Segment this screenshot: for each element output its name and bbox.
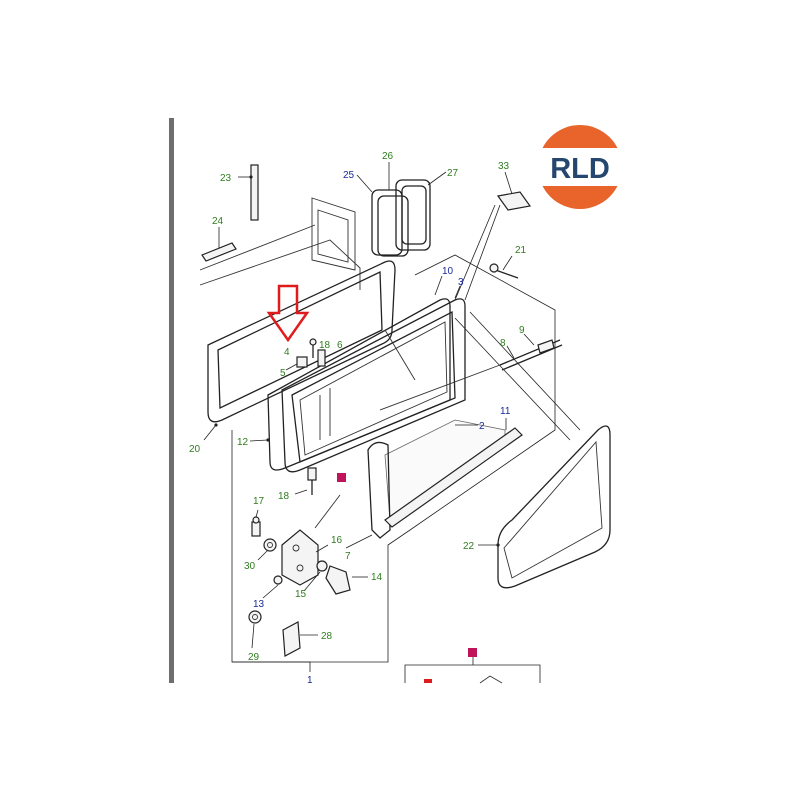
part-23-strip bbox=[238, 164, 259, 221]
label-17: 17 bbox=[253, 496, 265, 507]
part-16-hinge bbox=[281, 494, 341, 586]
label-29: 29 bbox=[248, 652, 260, 663]
label-28: 28 bbox=[321, 631, 333, 642]
part-24-bar bbox=[201, 227, 237, 262]
callout-box-2 bbox=[468, 648, 477, 657]
callout-box-1 bbox=[337, 473, 346, 482]
part-21-bolt bbox=[489, 255, 519, 279]
inset-box bbox=[404, 657, 541, 684]
label-30: 30 bbox=[244, 561, 256, 572]
part-25-26-27-seals bbox=[356, 162, 447, 257]
label-6: 6 bbox=[337, 340, 343, 351]
part-2-7-glass bbox=[345, 419, 506, 549]
label-16: 16 bbox=[331, 535, 343, 546]
part-4-5-6-18-fittings bbox=[285, 338, 326, 371]
label-8: 8 bbox=[500, 338, 506, 349]
label-18a: 18 bbox=[319, 340, 331, 351]
label-13: 13 bbox=[253, 599, 265, 610]
label-23: 23 bbox=[220, 173, 232, 184]
callout-box-3 bbox=[424, 679, 432, 683]
label-3: 3 bbox=[458, 277, 464, 288]
red-arrow-icon bbox=[266, 284, 310, 343]
body-panel bbox=[199, 197, 361, 290]
part-17-30-bolt bbox=[251, 509, 277, 561]
label-12: 12 bbox=[237, 437, 249, 448]
rld-logo: RLD bbox=[532, 125, 628, 209]
label-24: 24 bbox=[212, 216, 224, 227]
label-25: 25 bbox=[343, 170, 355, 181]
label-14: 14 bbox=[371, 572, 383, 583]
part-28-29 bbox=[248, 610, 318, 657]
label-4: 4 bbox=[284, 347, 290, 358]
left-frame-bar bbox=[169, 118, 174, 683]
label-26: 26 bbox=[382, 151, 394, 162]
part-labels: 23 24 25 26 27 33 21 10 3 9 8 4 18 6 5 2… bbox=[189, 151, 527, 686]
label-5: 5 bbox=[280, 368, 286, 379]
label-7: 7 bbox=[345, 551, 351, 562]
part-8-9-channel bbox=[379, 333, 563, 411]
part-20-frame bbox=[203, 260, 396, 441]
part-18-pin-lower bbox=[294, 467, 317, 495]
label-21: 21 bbox=[515, 245, 527, 256]
label-15: 15 bbox=[295, 589, 307, 600]
label-2: 2 bbox=[479, 421, 485, 432]
guide-lines bbox=[454, 311, 581, 441]
logo-text: RLD bbox=[550, 153, 610, 185]
label-22: 22 bbox=[463, 541, 475, 552]
label-10: 10 bbox=[442, 266, 454, 277]
label-1: 1 bbox=[307, 675, 313, 686]
part-33-plate bbox=[454, 171, 532, 301]
part-22-seal bbox=[478, 425, 611, 589]
assembly-outline-lower bbox=[232, 661, 311, 672]
label-27: 27 bbox=[447, 168, 459, 179]
label-20: 20 bbox=[189, 444, 201, 455]
label-9: 9 bbox=[519, 325, 525, 336]
part-3-10-frames bbox=[281, 275, 466, 473]
label-18b: 18 bbox=[278, 491, 290, 502]
label-11: 11 bbox=[500, 406, 511, 417]
part-11-rail bbox=[384, 418, 523, 528]
label-33: 33 bbox=[498, 161, 510, 172]
part-13-14-15 bbox=[262, 560, 368, 599]
